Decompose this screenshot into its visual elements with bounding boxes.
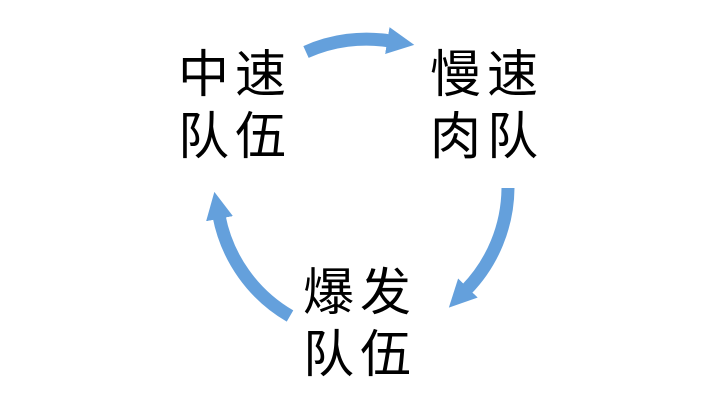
node-burst-team: 爆发 队伍 — [302, 264, 417, 383]
node-medium-speed-team: 中速 队伍 — [177, 46, 292, 165]
arrow-burst-to-medium-icon — [206, 191, 294, 322]
arrow-slow-to-burst-icon — [448, 187, 515, 308]
arrow-medium-to-slow-icon — [303, 27, 415, 58]
node-slow-tank-team: 慢速 肉队 — [429, 46, 544, 165]
